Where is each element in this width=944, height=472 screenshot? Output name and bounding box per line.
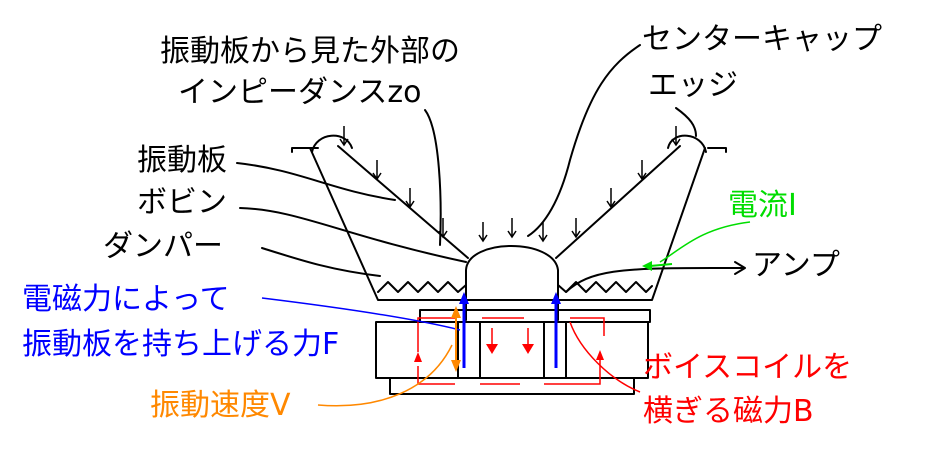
label-damper: ダンパー <box>103 229 223 264</box>
leader-center-cap <box>527 44 641 237</box>
magnetic-flux-paths <box>417 317 605 385</box>
speaker-frame <box>291 147 727 301</box>
leader-bobbin <box>239 207 467 263</box>
label-velocity: 振動速度V <box>150 388 291 423</box>
leader-flux <box>569 321 641 393</box>
label-center-cap: センターキャップ <box>642 22 882 57</box>
leader-amp-wire <box>565 267 713 293</box>
label-force-line2: 振動板を持ち上げる力F <box>22 327 340 362</box>
damper-left <box>377 281 467 293</box>
label-edge: エッジ <box>648 68 738 103</box>
diaphragm-cone-left <box>337 145 469 259</box>
label-diaphragm: 振動板 <box>137 143 227 178</box>
label-flux-line1: ボイスコイルを <box>643 350 853 385</box>
magnetic-flux-arrowheads <box>414 344 604 362</box>
leader-zo <box>424 109 442 246</box>
edge-roll-right <box>667 134 707 153</box>
leader-diaphragm <box>236 162 396 201</box>
force-arrows <box>261 292 561 368</box>
label-zo-line1: 振動板から見た外部の <box>160 34 460 69</box>
leader-damper <box>261 247 381 277</box>
magnet-assembly <box>375 321 649 395</box>
label-zo-line2: インピーダンスzo <box>178 75 422 110</box>
diaphragm-cone-right <box>555 145 681 259</box>
pressure-arrows <box>339 126 681 243</box>
arrow-to-amp <box>711 261 746 275</box>
velocity-arrow <box>317 306 461 407</box>
bobbin <box>465 284 559 321</box>
edge-roll-left <box>311 134 353 153</box>
label-amp: アンプ <box>752 248 840 283</box>
label-current: 電流I <box>728 188 797 223</box>
center-cap-dome <box>465 245 559 286</box>
label-force-line1: 電磁力によって <box>22 282 230 317</box>
label-bobbin: ボビン <box>137 185 227 220</box>
leader-edge <box>675 107 697 137</box>
label-flux-line2: 横ぎる磁力B <box>643 394 814 429</box>
current-arrow <box>642 221 751 271</box>
